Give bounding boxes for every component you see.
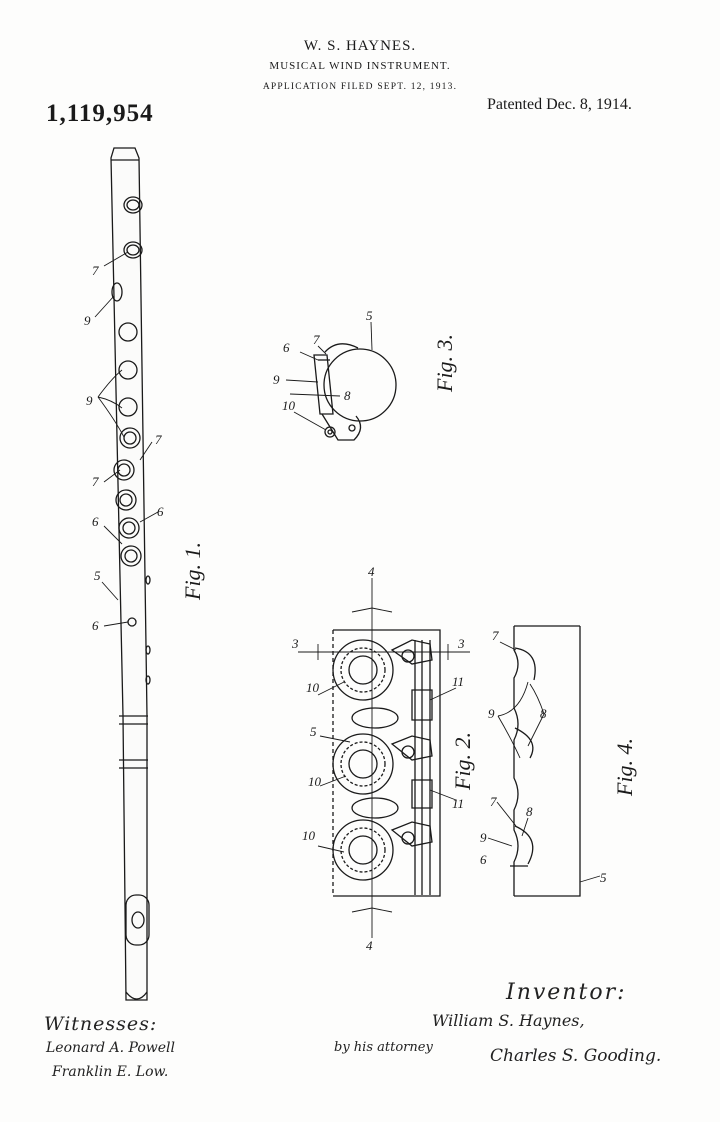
patent-number: 1,119,954 (46, 100, 154, 127)
fig2-label-11-top: 11 (452, 674, 464, 689)
witnesses-heading: Witnesses: (44, 1013, 158, 1035)
by-attorney-text: by his attorney (334, 1040, 433, 1055)
fig1-label-9-upper: 9 (84, 313, 91, 328)
fig4-label-5: 5 (600, 870, 607, 885)
fig1-title: Fig. 1. (180, 542, 205, 601)
fig2-section-lines (298, 578, 470, 938)
inventor-heading: Inventor: (506, 980, 627, 1005)
fig3-title: Fig. 3. (432, 334, 457, 393)
fig3-cross-section (313, 343, 397, 441)
fig2-label-4-bottom: 4 (366, 938, 373, 953)
fig2-title: Fig. 2. (450, 732, 475, 791)
fig2-key-mechanism (332, 629, 441, 897)
reference-numerals: 7 9 9 7 7 6 6 5 6 5 6 7 9 8 10 4 4 3 3 1… (84, 263, 607, 953)
fig4-label-9-bottom: 9 (480, 830, 487, 845)
fig4-label-7-top: 7 (492, 628, 499, 643)
application-date: APPLICATION FILED SEPT. 12, 1913. (262, 82, 458, 92)
fig3-label-5: 5 (366, 308, 373, 323)
fig4-label-8-bottom: 8 (526, 804, 533, 819)
fig1-tone-holes (111, 196, 151, 685)
fig2-label-5: 5 (310, 724, 317, 739)
fig2-label-10-bottom: 10 (302, 828, 316, 843)
fig3-leader-lines (285, 321, 373, 431)
fig4-leader-lines (487, 641, 601, 883)
fig1-label-6-low: 6 (92, 618, 99, 633)
fig1-label-7-right: 7 (155, 432, 162, 447)
witness-2-signature: Franklin E. Low. (52, 1064, 169, 1080)
fig1-label-9-lower: 9 (86, 393, 93, 408)
fig1-label-6-right: 6 (157, 504, 164, 519)
fig1-flute-body (110, 147, 150, 1001)
fig4-label-8-top: 8 (540, 706, 547, 721)
fig2-label-3-right: 3 (457, 636, 465, 651)
fig4-title: Fig. 4. (612, 738, 637, 797)
fig3-label-10: 10 (282, 398, 296, 413)
fig3-label-6: 6 (283, 340, 290, 355)
fig2-label-10-mid: 10 (308, 774, 322, 789)
fig3-label-7: 7 (313, 332, 320, 347)
fig1-label-5: 5 (94, 568, 101, 583)
fig1-leader-lines (94, 251, 159, 627)
fig2-label-4-top: 4 (368, 564, 375, 579)
patented-date: Patented Dec. 8, 1914. (487, 96, 632, 113)
patent-title: MUSICAL WIND INSTRUMENT. (269, 60, 451, 72)
fig2-label-10-top: 10 (306, 680, 320, 695)
fig4-label-6: 6 (480, 852, 487, 867)
fig4-label-9: 9 (488, 706, 495, 721)
fig1-label-7: 7 (92, 263, 99, 278)
fig2-label-11-bottom: 11 (452, 796, 464, 811)
fig1-label-7-left: 7 (92, 474, 99, 489)
fig4-longitudinal-section (510, 625, 581, 897)
fig3-label-8: 8 (344, 388, 351, 403)
attorney-signature: Charles S. Gooding. (490, 1046, 662, 1066)
fig3-label-9: 9 (273, 372, 280, 387)
inventor-header: W. S. HAYNES. (303, 38, 417, 54)
inventor-signature: William S. Haynes, (432, 1011, 585, 1030)
witness-1-signature: Leonard A. Powell (46, 1040, 175, 1056)
fig4-label-7-bottom: 7 (490, 794, 497, 809)
fig2-label-3-left: 3 (291, 636, 299, 651)
fig1-label-6-left: 6 (92, 514, 99, 529)
